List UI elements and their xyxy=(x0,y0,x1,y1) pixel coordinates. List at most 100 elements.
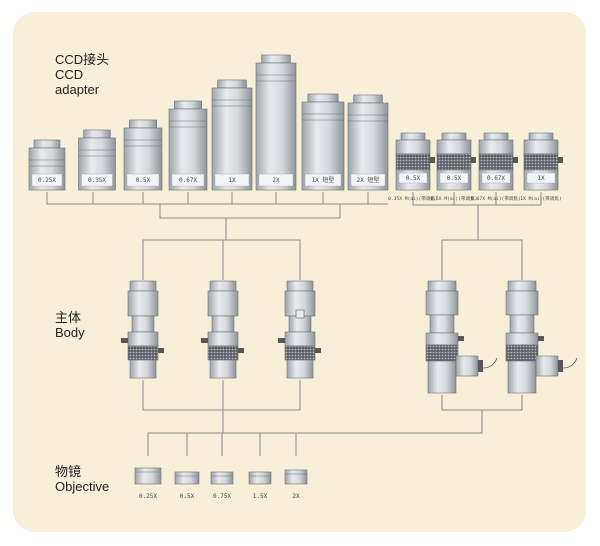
ccd-adapter: 0.5X xyxy=(123,119,163,191)
adapter-label: 2X 短型 xyxy=(357,176,380,184)
objective-body xyxy=(174,471,200,485)
objective-body xyxy=(248,471,272,485)
adapter-label: 2X xyxy=(272,177,280,184)
adapter-upper xyxy=(523,139,559,155)
coaxial-cable xyxy=(482,357,498,369)
body-knob xyxy=(158,348,164,353)
adapter-body xyxy=(211,87,253,191)
body-bottom xyxy=(427,360,457,394)
adapter-cap xyxy=(217,79,247,89)
adapter-label-en-2: adapter xyxy=(55,82,100,97)
adapter-section-label: CCD接头 CCD adapter xyxy=(55,52,109,97)
body-unit xyxy=(201,280,244,379)
coaxial-knob xyxy=(478,360,483,372)
adapter-label: 0.67X xyxy=(179,177,197,184)
body-upper xyxy=(505,290,539,316)
body-neck xyxy=(211,315,235,333)
zoom-ring xyxy=(505,344,539,362)
adapter-label-plate xyxy=(439,172,469,184)
adapter-label: 1X 短型 xyxy=(312,176,335,184)
adapter-label-plate xyxy=(258,173,294,187)
objective-label-en: Objective xyxy=(55,479,110,494)
objective-section-label: 物镜 Objective xyxy=(55,464,109,494)
body-upper xyxy=(207,290,239,317)
zoom-ring xyxy=(207,345,239,361)
adapter-cap xyxy=(261,54,291,64)
adapter-cap xyxy=(174,100,202,110)
adapter-label-plate xyxy=(526,172,556,184)
objective-lens: 0.25X xyxy=(134,467,162,500)
body-knob xyxy=(238,348,244,353)
body-label-en: Body xyxy=(55,325,85,340)
body-knob xyxy=(458,336,464,341)
adapter-cap xyxy=(353,94,383,104)
adapter-label-plate xyxy=(171,173,205,187)
focus-knob xyxy=(513,157,518,163)
focus-ring xyxy=(436,153,472,171)
adapter-cap xyxy=(83,129,111,139)
coaxial-knob xyxy=(558,360,563,372)
ccd-adapter: 1X 短型 xyxy=(301,93,345,191)
objective-row: 0.25X 0.5X 0.75X 1.5X 2X xyxy=(134,467,308,500)
objective-label-zh: 物镜 xyxy=(55,464,82,479)
adapter-caption: 0.67X M(ai)(带调焦) xyxy=(471,195,521,202)
coaxial-cable xyxy=(562,357,578,369)
objective-label: 0.5X xyxy=(180,493,195,500)
body-unit xyxy=(278,280,321,379)
body-top xyxy=(209,280,237,292)
adapter-label: 0.5X xyxy=(136,177,151,184)
body-top xyxy=(507,280,537,292)
coaxial-port xyxy=(535,355,559,377)
body-unit-coaxial xyxy=(425,280,498,394)
objective-label: 1.5X xyxy=(253,493,268,500)
ccd-adapter: 2X 短型 xyxy=(347,94,389,191)
zoom-ring xyxy=(127,345,159,361)
objective-lens: 0.75X xyxy=(210,471,234,500)
focus-knob xyxy=(430,157,435,163)
adapter-caption: 1X M(ai)(带调焦) xyxy=(520,195,561,202)
body-mid xyxy=(505,332,539,346)
ccd-adapter: 1X xyxy=(211,79,253,191)
objective-label: 2X xyxy=(292,493,300,500)
body-bottom xyxy=(129,359,157,379)
body-label-zh: 主体 xyxy=(55,310,82,325)
adapter-label: 0.5X xyxy=(406,175,421,182)
adapter-label-zh: CCD接头 xyxy=(55,52,110,67)
focus-ring xyxy=(395,153,431,171)
adapter-cap xyxy=(33,139,61,149)
adapter-label-plate xyxy=(126,173,160,187)
body-unit-coaxial xyxy=(505,280,578,394)
coaxial-port xyxy=(455,355,479,377)
body-mid xyxy=(127,331,159,347)
adapter-caption: 0.5X M(ai)(带调焦) xyxy=(431,195,478,202)
body-unit xyxy=(121,280,164,379)
zoom-ring xyxy=(284,345,316,361)
body-mid xyxy=(207,331,239,347)
ccd-adapter: 0.67X xyxy=(168,100,208,191)
adapter-label-plate xyxy=(31,173,63,187)
body-mid xyxy=(284,331,316,347)
ccd-adapter: 0.25X xyxy=(28,139,66,191)
body-mid xyxy=(425,332,459,346)
adapter-row-small: 0.5X 0.35X M(ai)(带调焦)0.5X 0.5X M(ai)(带调焦)0… xyxy=(388,132,563,202)
body-bottom xyxy=(209,359,237,379)
body-neck xyxy=(429,314,455,334)
adapter-label-plate xyxy=(398,172,428,184)
adapter-caption: 0.35X M(ai)(带调焦) xyxy=(388,195,438,202)
body-top xyxy=(286,280,314,292)
adapter-label-plate xyxy=(304,173,342,187)
adapter-label: 0.25X xyxy=(38,177,56,184)
body-top xyxy=(129,280,157,292)
body-knob xyxy=(121,338,128,343)
ccd-adapter-focus: 0.5X 0.35X M(ai)(带调焦) xyxy=(388,132,438,202)
mount-plate xyxy=(295,309,305,319)
adapter-label-plate xyxy=(214,173,250,187)
adapter-cap xyxy=(129,119,157,129)
adapter-label-plate xyxy=(350,173,386,187)
body-upper xyxy=(127,290,159,317)
objective-body xyxy=(134,467,162,485)
